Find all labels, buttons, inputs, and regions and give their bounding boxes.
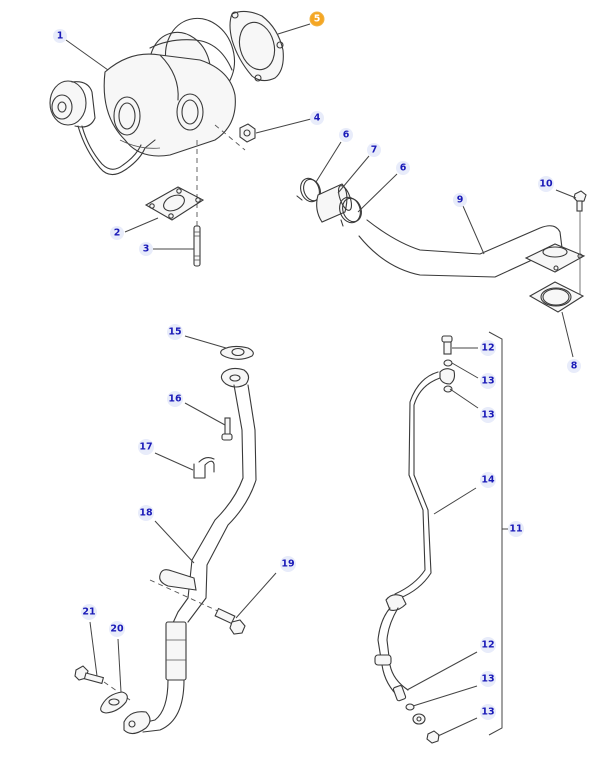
- washer-13d-drawing[interactable]: [426, 730, 440, 744]
- callout-19[interactable]: 19: [280, 556, 296, 572]
- callout-5-highlighted[interactable]: 5: [309, 11, 325, 27]
- stud-3-drawing[interactable]: [193, 225, 201, 267]
- leader-lines: [65, 23, 577, 737]
- callout-16[interactable]: 16: [167, 391, 183, 407]
- hose-7-drawing[interactable]: [316, 183, 354, 223]
- svg-text:6: 6: [343, 130, 350, 141]
- callout-13d[interactable]: 13: [480, 704, 496, 720]
- svg-text:10: 10: [539, 179, 553, 190]
- svg-text:13: 13: [481, 410, 494, 421]
- callout-10[interactable]: 10: [538, 176, 554, 192]
- callout-2[interactable]: 2: [110, 226, 124, 240]
- svg-text:1: 1: [57, 31, 64, 42]
- bolt-16-drawing[interactable]: [221, 417, 233, 441]
- washer-13b-drawing[interactable]: [443, 385, 453, 393]
- turbocharger-drawing[interactable]: [49, 11, 243, 176]
- callout-9[interactable]: 9: [453, 193, 467, 207]
- bolt-19-drawing[interactable]: [214, 607, 246, 635]
- svg-text:20: 20: [110, 624, 124, 635]
- svg-text:2: 2: [114, 228, 121, 239]
- callout-20[interactable]: 20: [109, 621, 125, 637]
- banjo-bolt-12a-drawing[interactable]: [441, 335, 453, 355]
- callout-17[interactable]: 17: [138, 439, 154, 455]
- svg-text:12: 12: [481, 343, 494, 354]
- callout-8[interactable]: 8: [567, 359, 581, 373]
- gasket-15-drawing[interactable]: [220, 345, 254, 360]
- svg-text:17: 17: [139, 442, 152, 453]
- callout-13c[interactable]: 13: [480, 671, 496, 687]
- svg-text:12: 12: [481, 640, 494, 651]
- svg-text:13: 13: [481, 674, 494, 685]
- svg-text:16: 16: [168, 394, 182, 405]
- callout-11[interactable]: 11: [508, 521, 524, 537]
- svg-text:15: 15: [168, 327, 181, 338]
- gasket-5-drawing[interactable]: [229, 10, 284, 82]
- svg-text:21: 21: [82, 607, 95, 618]
- svg-text:6: 6: [400, 163, 407, 174]
- bolt-21-drawing[interactable]: [74, 665, 131, 701]
- callout-3[interactable]: 3: [139, 242, 153, 256]
- svg-text:5: 5: [314, 14, 321, 25]
- callout-13a[interactable]: 13: [480, 373, 496, 389]
- callout-15[interactable]: 15: [167, 324, 183, 340]
- assembly-11-bracket: [488, 331, 503, 736]
- svg-text:13: 13: [481, 707, 494, 718]
- gasket-8-drawing[interactable]: [528, 281, 585, 313]
- washer-13a-drawing[interactable]: [443, 359, 453, 367]
- washer-13c-drawing[interactable]: [405, 703, 415, 711]
- bolt-10-drawing[interactable]: [573, 190, 587, 295]
- callout-7[interactable]: 7: [367, 143, 381, 157]
- clamp-6b-drawing[interactable]: [336, 194, 364, 227]
- banjo-bolt-12b-drawing[interactable]: [392, 685, 407, 702]
- callout-6a[interactable]: 6: [339, 128, 353, 142]
- callout-4[interactable]: 4: [310, 111, 324, 125]
- svg-text:14: 14: [481, 475, 495, 486]
- svg-text:19: 19: [281, 559, 294, 570]
- clip-17-drawing[interactable]: [193, 456, 215, 479]
- oil-return-tube-18-drawing[interactable]: [123, 367, 257, 735]
- clamp-6a-drawing[interactable]: [296, 176, 323, 205]
- svg-text:3: 3: [143, 244, 150, 255]
- svg-text:8: 8: [571, 361, 578, 372]
- callout-13b[interactable]: 13: [480, 407, 496, 423]
- svg-text:7: 7: [371, 145, 378, 156]
- oil-feed-tube-14-drawing[interactable]: [374, 368, 456, 725]
- svg-text:9: 9: [457, 195, 464, 206]
- gasket-20-drawing[interactable]: [100, 691, 128, 714]
- elbow-pipe-9-drawing[interactable]: [358, 219, 586, 278]
- gasket-2-drawing[interactable]: [144, 186, 205, 221]
- callout-12a[interactable]: 12: [480, 340, 496, 356]
- callout-1[interactable]: 1: [53, 29, 67, 43]
- callout-12b[interactable]: 12: [480, 637, 496, 653]
- nut-4-drawing[interactable]: [214, 123, 256, 151]
- callout-14[interactable]: 14: [480, 472, 496, 488]
- svg-text:4: 4: [314, 113, 321, 124]
- svg-text:13: 13: [481, 376, 494, 387]
- callout-6b[interactable]: 6: [396, 161, 410, 175]
- svg-text:11: 11: [509, 524, 522, 535]
- callout-18[interactable]: 18: [138, 505, 154, 521]
- callout-21[interactable]: 21: [81, 604, 97, 620]
- svg-text:18: 18: [139, 508, 153, 519]
